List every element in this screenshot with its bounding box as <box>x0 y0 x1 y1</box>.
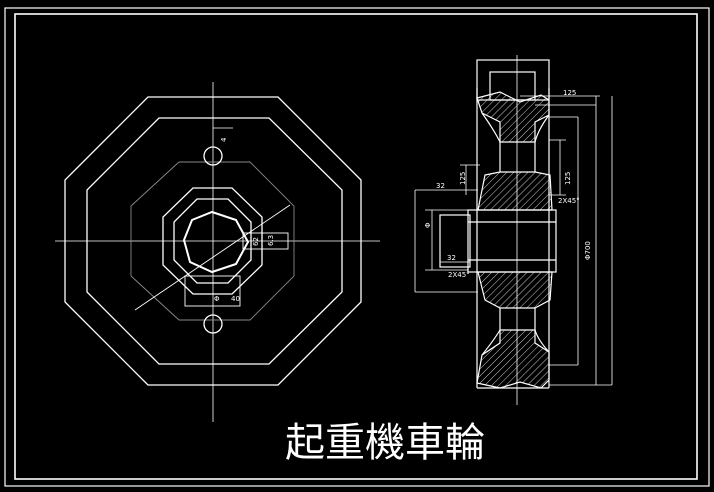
dim-2x45-bot: 2X45° <box>448 271 470 279</box>
front-view <box>55 82 380 422</box>
hub-flange-bottom <box>477 271 553 309</box>
section-dimensions <box>414 95 613 386</box>
keyway-bottom-box <box>184 275 241 307</box>
hub-body <box>467 209 557 273</box>
dim-125-top: 125 <box>563 89 576 97</box>
bolt-hole-bottom <box>203 314 223 334</box>
hub-flange-top <box>477 171 553 211</box>
inner-frame <box>14 13 698 480</box>
dim-diam-left: Φ <box>424 222 432 228</box>
dim-diam-right: Φ700 <box>584 241 592 260</box>
keyway-box <box>242 232 289 250</box>
section-view <box>439 55 557 405</box>
dim-32-bot: 32 <box>447 254 456 262</box>
front-right-label: 62 <box>252 237 260 246</box>
dim-32-top: 32 <box>436 182 445 190</box>
web-top <box>499 142 536 172</box>
hub-octagon <box>130 161 295 321</box>
drawing-title: 起重機車輪 <box>285 420 485 466</box>
rim-bottom <box>476 329 550 389</box>
dim-125-mid2: 125 <box>564 172 572 185</box>
bore <box>182 210 250 274</box>
top-guide <box>476 59 550 101</box>
rim-arc-top-right <box>534 114 550 143</box>
leader-diag <box>134 204 291 311</box>
hub-outer-octagon <box>162 187 263 295</box>
front-bottom-label: Φ <box>214 295 220 303</box>
bolt-hole-top <box>203 146 223 166</box>
hub-inner-octagon <box>173 198 252 284</box>
outer-frame <box>4 7 710 487</box>
dim-125-mid: 125 <box>459 172 467 185</box>
outer-octagon <box>64 96 362 386</box>
rim-arc-top-left <box>481 112 501 143</box>
front-bottom-label2: 40 <box>231 295 240 303</box>
rim-arc-bot-left <box>481 329 501 356</box>
wheel-outline <box>476 88 550 389</box>
bore-section <box>439 214 471 268</box>
front-right-label2: 6.3 <box>267 235 275 246</box>
rim-octagon <box>86 117 343 365</box>
dim-2x45-top: 2X45° <box>558 197 580 205</box>
rim-arc-bot-right <box>534 329 550 353</box>
front-top-label: 4 <box>220 137 228 142</box>
web-bottom <box>499 308 536 330</box>
rim-top <box>476 91 550 143</box>
